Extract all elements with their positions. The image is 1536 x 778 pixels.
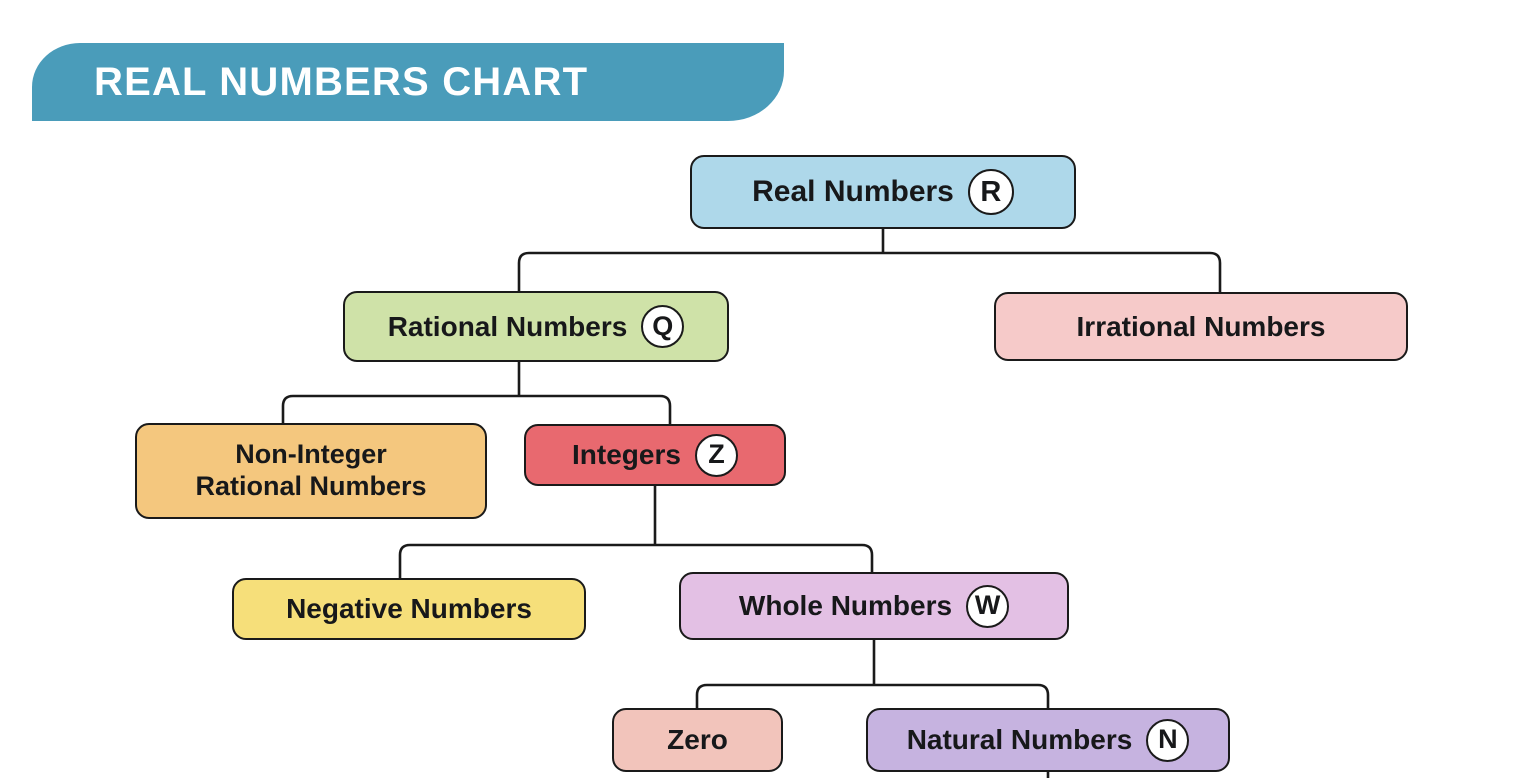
node-non-integer-rational-numbers[interactable]: Non-Integer Rational Numbers <box>135 423 487 519</box>
chart-title-banner: REAL NUMBERS CHART <box>32 43 784 121</box>
node-integers[interactable]: Integers Z <box>524 424 786 486</box>
node-content: Negative Numbers <box>286 592 532 625</box>
node-content: Real Numbers R <box>752 169 1014 215</box>
node-natural-numbers[interactable]: Natural Numbers N <box>866 708 1230 772</box>
node-real-numbers[interactable]: Real Numbers R <box>690 155 1076 229</box>
node-zero[interactable]: Zero <box>612 708 783 772</box>
node-label: Integers <box>572 439 681 471</box>
node-content: Natural Numbers N <box>906 718 1190 762</box>
node-content: Whole Numbers W <box>738 584 1010 628</box>
badge-w: W <box>966 584 1010 628</box>
node-content: Non-Integer Rational Numbers <box>195 439 426 503</box>
node-content: Zero <box>667 723 728 756</box>
badge-n: N <box>1146 718 1190 762</box>
node-label: Whole Numbers <box>738 590 953 622</box>
badge-z: Z <box>694 433 738 477</box>
edge-real-to-children <box>517 227 1222 294</box>
node-content: Irrational Numbers <box>1077 310 1326 343</box>
page-title: REAL NUMBERS CHART <box>94 59 589 104</box>
node-label: Irrational Numbers <box>1076 310 1326 342</box>
node-label: Real Numbers <box>752 175 954 209</box>
node-content: Rational Numbers Q <box>388 305 685 348</box>
edge-rational-to-children <box>281 360 672 426</box>
node-content: Integers Z <box>572 433 738 477</box>
node-rational-numbers[interactable]: Rational Numbers Q <box>343 291 729 362</box>
badge-r: R <box>967 169 1014 215</box>
node-negative-numbers[interactable]: Negative Numbers <box>232 578 586 640</box>
node-label: Negative Numbers <box>286 593 532 625</box>
node-whole-numbers[interactable]: Whole Numbers W <box>679 572 1069 640</box>
node-label: Non-Integer Rational Numbers <box>195 439 427 501</box>
node-label: Zero <box>667 724 728 756</box>
node-label: Natural Numbers <box>906 724 1133 756</box>
node-irrational-numbers[interactable]: Irrational Numbers <box>994 292 1408 361</box>
badge-q: Q <box>641 305 685 348</box>
node-label: Rational Numbers <box>387 310 628 342</box>
edge-whole-to-children <box>695 638 1050 710</box>
